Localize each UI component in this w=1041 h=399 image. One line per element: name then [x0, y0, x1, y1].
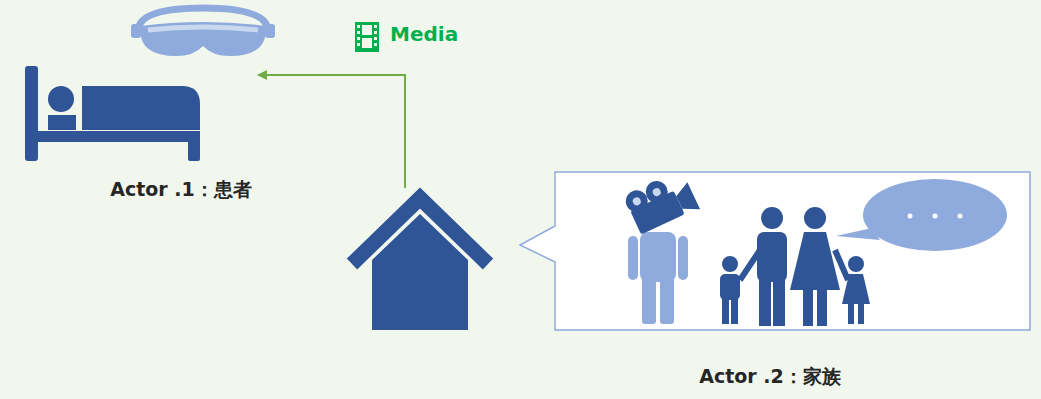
edge-label: Media — [390, 22, 458, 46]
film-icon — [355, 22, 379, 52]
actor-node: Actor .1：患者 — [20, 5, 258, 165]
actor-node: Actor .2：家族 — [340, 188, 1035, 333]
actor-label: Actor .1：患者 — [20, 177, 342, 203]
speech-bubble — [836, 179, 1007, 251]
house-icon — [352, 198, 488, 330]
bed-icon — [25, 66, 200, 161]
callout-box — [520, 172, 1030, 330]
camera-person — [622, 169, 700, 324]
media-arrow — [258, 75, 405, 188]
family-icon — [720, 207, 870, 326]
actor-label: Actor .2：家族 — [340, 364, 1041, 390]
vr-headset — [131, 8, 275, 56]
